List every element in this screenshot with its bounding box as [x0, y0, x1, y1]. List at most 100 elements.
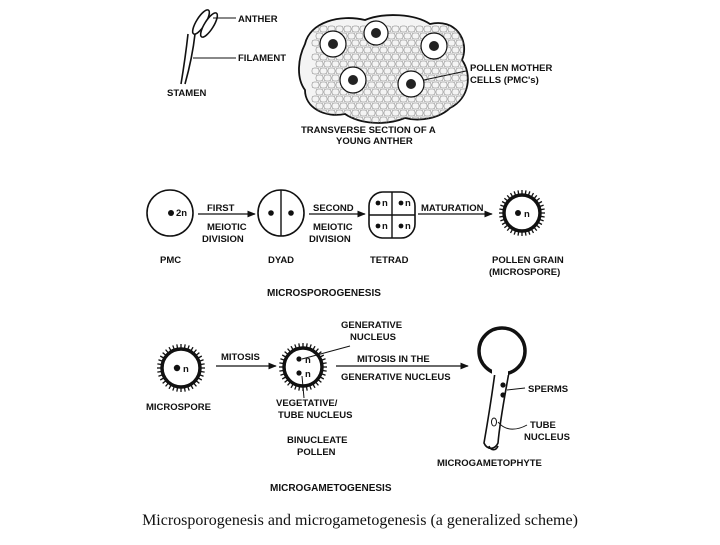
exine-spine	[501, 221, 506, 226]
wall-cell	[383, 53, 392, 61]
exine-spine	[197, 355, 203, 359]
wall-cell	[439, 95, 448, 103]
wall-cell	[343, 95, 352, 103]
wall-cell	[379, 46, 388, 54]
wall-cell	[327, 95, 336, 103]
wall-cell	[387, 88, 396, 96]
wall-cell	[415, 95, 424, 103]
wall-cell	[323, 88, 332, 96]
wall-cell	[343, 53, 352, 61]
exine-spine	[524, 190, 527, 195]
wall-cell	[379, 60, 388, 68]
wall-cell	[379, 74, 388, 82]
exine-spine	[287, 348, 291, 353]
wall-cell	[315, 102, 324, 110]
exine-spine	[319, 376, 325, 380]
wall-cell	[327, 81, 336, 89]
exine-spine	[317, 379, 322, 383]
generative-label-line2: NUCLEUS	[350, 332, 396, 343]
exine-spine	[280, 358, 285, 361]
exine-spine	[281, 354, 287, 358]
wall-cell	[411, 102, 420, 110]
wall-cell	[423, 25, 432, 33]
exine-spine	[536, 224, 541, 229]
exine-spine	[162, 380, 167, 384]
exine-spine	[321, 358, 326, 361]
wall-cell	[311, 81, 320, 89]
wall-cell	[311, 53, 320, 61]
wall-cell	[315, 60, 324, 68]
wall-cell	[423, 67, 432, 75]
wall-cell	[447, 95, 456, 103]
wall-cell	[371, 46, 380, 54]
exine-spine	[506, 194, 511, 199]
wall-cell	[383, 95, 392, 103]
tube-nucleus-n: n	[305, 369, 311, 380]
wall-cell	[435, 60, 444, 68]
exine-spine	[509, 192, 514, 197]
exine-spine	[190, 346, 194, 352]
wall-cell	[395, 60, 404, 68]
wall-cell	[335, 95, 344, 103]
generative-nucleus-n: n	[305, 355, 311, 366]
exine-spine	[530, 229, 535, 234]
wall-cell	[391, 25, 400, 33]
wall-cell	[363, 60, 372, 68]
wall-cell	[415, 109, 424, 117]
exine-spine	[499, 208, 504, 211]
exine-spine	[298, 386, 301, 391]
tube-nucleus-label-line1: TUBE	[530, 420, 556, 431]
pollen-grain-label-line1: POLLEN GRAIN	[492, 255, 564, 266]
wall-cell	[359, 109, 368, 117]
second-division-line2: MEIOTIC	[313, 222, 353, 233]
wall-cell	[323, 116, 332, 123]
generative-label-line1: GENERATIVE	[341, 320, 402, 331]
exine-spine	[158, 359, 163, 362]
wall-cell	[411, 32, 420, 40]
wall-cell	[367, 95, 376, 103]
exine-spine	[503, 197, 508, 202]
pollen-grain-label-line2: (MICROSPORE)	[489, 267, 560, 278]
wall-cell	[419, 60, 428, 68]
microgametogenesis-title: MICROGAMETOGENESIS	[270, 483, 392, 494]
exine-spine	[501, 200, 506, 205]
first-division-line1: FIRST	[207, 203, 235, 214]
exine-spine	[157, 370, 162, 373]
wall-cell	[423, 109, 432, 117]
wall-cell	[399, 25, 408, 33]
wall-cell	[375, 53, 384, 61]
first-division-line3: DIVISION	[202, 234, 244, 245]
vegetative-label-line1: VEGETATIVE/	[276, 398, 338, 409]
exine-spine	[540, 208, 545, 211]
exine-spine	[527, 230, 531, 235]
exine-spine	[290, 345, 294, 351]
wall-cell	[439, 81, 448, 89]
wall-cell	[371, 60, 380, 68]
wall-cell	[411, 46, 420, 54]
tetrad-nucleus-label-2: n	[405, 198, 411, 209]
exine-spine	[165, 382, 169, 387]
exine-spine	[190, 384, 194, 390]
wall-cell	[355, 32, 364, 40]
wall-cell	[379, 88, 388, 96]
binucleate-pollen-cell	[279, 343, 327, 391]
exine-spine	[172, 345, 175, 350]
wall-cell	[451, 116, 460, 123]
exine-spine	[281, 376, 287, 380]
exine-spine	[287, 381, 291, 386]
wall-cell	[311, 39, 320, 47]
section-caption-line1: TRANSVERSE SECTION OF A	[301, 125, 436, 136]
wall-cell	[439, 67, 448, 75]
binucleate-label-line2: POLLEN	[297, 447, 336, 458]
wall-cell	[363, 46, 372, 54]
exine-spine	[199, 374, 204, 377]
exine-spine	[197, 377, 203, 381]
filament-label: FILAMENT	[238, 53, 286, 64]
exine-spine	[200, 370, 205, 373]
tetrad-nucleus-label-4: n	[405, 221, 411, 232]
exine-spine	[530, 192, 535, 197]
wall-cell	[319, 53, 328, 61]
wall-cell	[331, 88, 340, 96]
wall-cell	[455, 67, 464, 75]
wall-cell	[451, 74, 460, 82]
